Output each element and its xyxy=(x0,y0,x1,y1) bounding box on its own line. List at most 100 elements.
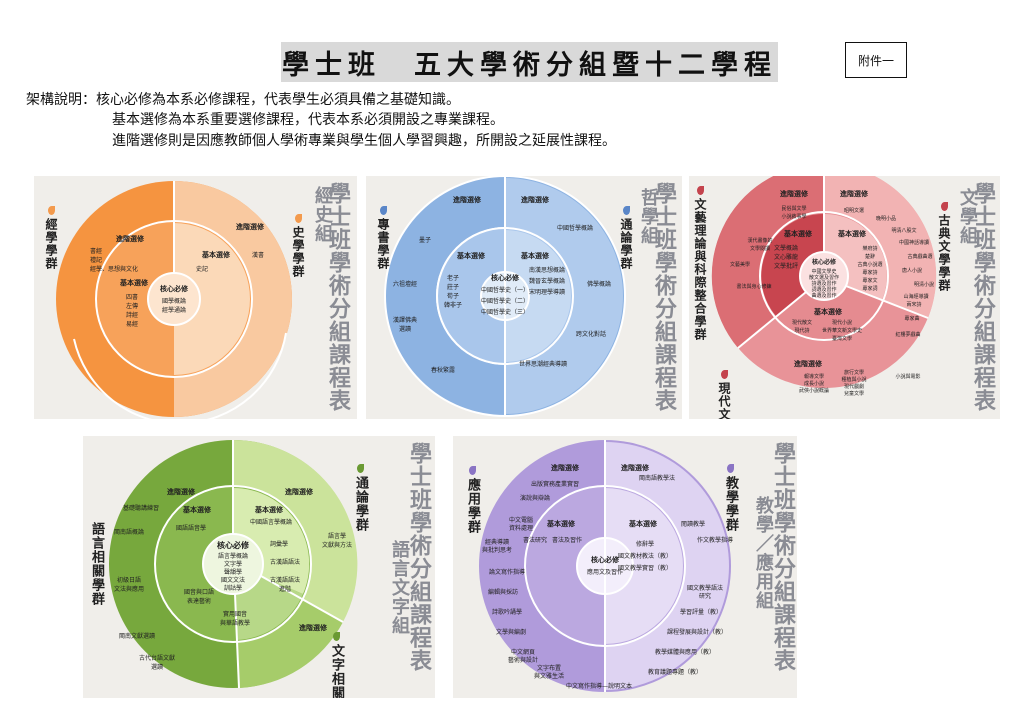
literature-adv-right-course: 明清八股文 xyxy=(891,227,916,234)
sector-divider xyxy=(737,291,807,349)
literature-core-course: 散文選及習作 xyxy=(809,274,839,281)
language-left-program: 語言相關學群 xyxy=(89,522,104,606)
panel-teaching: 核心必修應用文及習作基本選修書法研究書法及習作基本選修修辭學國文教材教法（教）國… xyxy=(453,436,797,698)
literature-adv-left-course: 書法與身心修鍊 xyxy=(736,283,771,290)
literature-basic-right-course: 專家詩 xyxy=(862,269,877,276)
philosophy-basic-left-course: 荀子 xyxy=(447,292,459,300)
literature-adv-right-label: 進階選修 xyxy=(840,189,869,198)
language-adv-left-course: 基礎聽講練習 xyxy=(123,504,159,512)
literature-bottom-program: 現代文學學群 xyxy=(717,370,731,419)
language-basic-left-course: 表達藝術 xyxy=(187,597,211,605)
page-title-box: 學士班 五大學術分組暨十二學程 xyxy=(281,42,778,82)
classics-adv-left-course: 禮記 xyxy=(90,256,102,264)
teaching-adv-right-course: 課程發展與設計（教） xyxy=(667,628,727,636)
panel-philosophy: 核心必修中國哲學史（一）中國哲學史（二）中國哲學史（三）基本選修老子莊子荀子韓非… xyxy=(366,176,682,419)
literature-adv-bottom-course: 武俠小說概論 xyxy=(799,387,829,394)
classics-adv-left-course: 經學、思想與文化 xyxy=(90,265,138,273)
teaching-adv-left-course: 與文雅生活 xyxy=(534,672,564,680)
classics-basic-left-label: 基本選修 xyxy=(119,278,149,287)
sector-divider xyxy=(845,285,929,319)
philosophy-basic-left-course: 老子 xyxy=(447,274,459,282)
philosophy-adv-left-course: 漢譯佛典 xyxy=(393,316,417,324)
literature-group-name: 文學組 xyxy=(957,188,978,245)
literature-group-title: 學士班學術分組課程表 xyxy=(970,182,996,412)
teaching-basic-left-course: 書法及習作 xyxy=(552,536,582,544)
philosophy-adv-right-label: 進階選修 xyxy=(521,195,550,204)
classics-adv-left-label: 進階選修 xyxy=(116,234,145,243)
teaching-adv-left-course: 中文網頁 xyxy=(511,648,535,656)
philosophy-core-label: 核心必修 xyxy=(491,273,520,282)
teaching-basic-left-label: 基本選修 xyxy=(546,519,576,528)
teaching-core-course: 應用文及習作 xyxy=(587,568,623,576)
literature-circle-diagram: 核心必修中國文學史散文選及習作詩選及習作詞選及習作曲選及習作基本選修文學概論文心… xyxy=(711,176,937,397)
classics-basic-left-course: 詩經 xyxy=(126,311,138,319)
teaching-basic-right-label: 基本選修 xyxy=(628,519,658,528)
teaching-group-name: 教學／應用組 xyxy=(753,496,774,610)
literature-core-course: 中國文學史 xyxy=(811,268,836,275)
literature-adv-bottom-course: 旅行文學 xyxy=(844,369,864,376)
philosophy-core-course: 中國哲學史（三） xyxy=(481,308,529,316)
literature-left-program: 文藝理論與科際整合學群 xyxy=(693,186,707,341)
language-basic-left-label: 基本選修 xyxy=(182,505,212,514)
literature-adv-left-course: 小說敘事學 xyxy=(781,213,806,220)
philosophy-basic-right-course: 宋明理學導讀 xyxy=(529,288,565,296)
philosophy-basic-right-course: 南漢思想概論 xyxy=(529,266,565,274)
language-adv-bottom-label: 進階選修 xyxy=(299,623,328,632)
literature-adv-right-course: 明清小說 xyxy=(914,281,934,288)
literature-adv-bottom-course: 報導文學 xyxy=(804,373,824,380)
philosophy-adv-left-label: 進階選修 xyxy=(453,195,482,204)
teaching-adv-right-label: 進階選修 xyxy=(621,463,650,472)
literature-core-label: 核心必修 xyxy=(812,258,837,266)
classics-left-program: 經學學群 xyxy=(44,206,58,270)
language-adv-left-course: 初級日語 xyxy=(117,576,141,584)
classics-group-title: 學士班學術分組課程表 xyxy=(325,182,351,412)
literature-adv-left-course: 漢代畫像的 xyxy=(747,237,772,244)
teaching-adv-right-course: 學習評量（教） xyxy=(680,608,722,616)
language-core-course: 聲韻學 xyxy=(224,568,242,576)
panel-classics: 核心必修國學概論經學通論基本選修四書左傳詩經易經基本選修史記進階選修書經禮記經學… xyxy=(34,176,357,419)
literature-core-course: 詩選及習作 xyxy=(811,280,836,287)
language-group-name: 語言文字組 xyxy=(389,540,410,635)
philosophy-adv-right-course: 世界思潮經典導讀 xyxy=(519,360,567,368)
teaching-adv-left-course: 資料處理 xyxy=(509,524,533,532)
language-right-program: 通論學群 xyxy=(353,464,368,532)
language-adv-left-label: 進階選修 xyxy=(167,487,196,496)
philosophy-basic-right-course: 魏晉玄學概論 xyxy=(529,277,565,285)
language-adv-left-course: 閩南文獻選讀 xyxy=(119,632,155,640)
classics-basic-left-course: 四書 xyxy=(126,293,138,301)
teaching-basic-right-course: 修辭學 xyxy=(636,540,654,548)
literature-adv-right-course: 山海經導讀 xyxy=(903,293,928,300)
literature-basic-right-course: 專家文 xyxy=(862,277,877,284)
language-basic-right-label: 基本選修 xyxy=(254,505,284,514)
description-line-2: 基本選修為本系重要選修課程，代表本系必須開設之專業課程。 xyxy=(112,112,504,128)
teaching-adv-right-course: 閱讀教學 xyxy=(681,520,705,528)
teaching-circle-diagram: 核心必修應用文及習作基本選修書法研究書法及習作基本選修修辭學國文教材教法（教）國… xyxy=(479,440,733,692)
teaching-basic-left-course: 書法研究 xyxy=(523,536,547,544)
panel-literature: 核心必修中國文學史散文選及習作詩選及習作詞選及習作曲選及習作基本選修文學概論文心… xyxy=(689,176,1000,419)
classics-basic-left-course: 左傳 xyxy=(126,302,138,310)
literature-basic-right-course: 楚辭 xyxy=(865,253,875,260)
literature-basic-right-course: 專家詞 xyxy=(862,285,877,292)
description-line-1: 架構說明：核心必修為本系必修課程，代表學生必須具備之基礎知識。 xyxy=(26,92,460,108)
philosophy-left-program: 專書學群 xyxy=(376,206,390,270)
philosophy-adv-right-course: 佛學概論 xyxy=(587,280,611,288)
language-bottom-program: 文字相關學群 xyxy=(329,632,344,698)
middle-left-sector xyxy=(761,213,824,316)
literature-adv-left-course: 文學閱讀 xyxy=(750,245,770,252)
language-core-label: 核心必修 xyxy=(217,540,250,550)
teaching-left-program: 應用學群 xyxy=(465,466,480,534)
literature-core-course: 曲選及習作 xyxy=(811,292,836,299)
classics-core-label: 核心必修 xyxy=(160,284,189,293)
literature-adv-left-course: 文藝美學 xyxy=(730,261,750,268)
philosophy-group-title: 學士班學術分組課程表 xyxy=(651,182,677,412)
classics-core-course: 經學通論 xyxy=(162,306,186,314)
teaching-adv-left-course: 文學與編劇 xyxy=(496,628,526,636)
teaching-adv-right-course: 閩南語教學法 xyxy=(639,474,675,482)
philosophy-adv-left-course: 選讀 xyxy=(399,325,411,333)
literature-basic-right-course: 樂府詩 xyxy=(862,245,877,252)
classics-basic-right-label: 基本選修 xyxy=(201,250,231,259)
literature-basic-right-course: 古典小說選 xyxy=(857,261,882,268)
language-basic-right-course: 中國語言學概論 xyxy=(250,518,292,526)
teaching-core-label: 核心必修 xyxy=(591,555,620,564)
literature-adv-right-course: 專家曲 xyxy=(904,315,919,322)
